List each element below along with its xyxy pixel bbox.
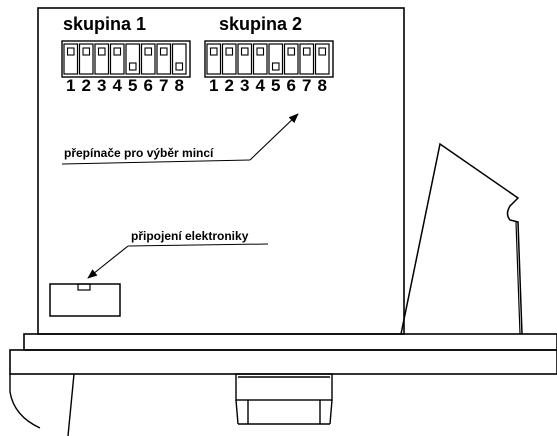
dip-switch-toggle: [97, 47, 106, 56]
electronics-arrow: [87, 245, 129, 279]
dip-switch-number: 8: [318, 76, 327, 95]
base-top-plate: [23, 333, 557, 351]
dip-switch-slot: [140, 43, 156, 75]
dip-switch-slot: [314, 43, 330, 75]
dip-switch-toggle: [175, 62, 184, 71]
dip-switch-number: 2: [225, 76, 234, 95]
coin-switches-underline: [61, 159, 251, 165]
dip-switch-toggle: [66, 47, 75, 56]
electronics-connector: [49, 283, 121, 317]
dip-switch-slot: [237, 43, 253, 75]
coin-switches-arrow: [249, 113, 299, 161]
dip-switch-slot: [283, 43, 299, 75]
dip-switch-number: 3: [97, 76, 106, 95]
coin-switches-label: přepínače pro výběr mincí: [64, 146, 214, 160]
dip-switch-toggle: [144, 47, 153, 56]
dip-switch-slot: [109, 43, 125, 75]
group1-title: skupina 1: [63, 14, 146, 34]
dip-switch-number: 2: [82, 76, 91, 95]
dip-switch-slot: [221, 43, 237, 75]
dip-switch-slot: [206, 43, 222, 75]
dip-switch-number: 7: [302, 76, 311, 95]
dip-switch-number: 5: [271, 76, 280, 95]
dip-switch-housing: [61, 40, 191, 78]
group2-title: skupina 2: [219, 14, 302, 34]
dip-switch-slot: [171, 43, 187, 75]
dip-switch-number: 1: [66, 76, 75, 95]
dip-switch-slot: [78, 43, 94, 75]
bottom-fitting: [235, 373, 333, 425]
coin-chute: [400, 142, 523, 335]
dip-switch-number: 7: [159, 76, 168, 95]
dip-switch-toggle: [302, 47, 311, 56]
dip-switch-slot: [156, 43, 172, 75]
dip-switch-slot: [63, 43, 79, 75]
lower-left-bracket: [9, 373, 75, 436]
dip-switch-toggle: [256, 47, 265, 56]
dip-switch-toggle: [209, 47, 218, 56]
dip-switch-number: 3: [240, 76, 249, 95]
dip-switch-toggle: [159, 47, 168, 56]
electronics-label: připojení elektroniky: [131, 229, 249, 243]
dip-switch-toggle: [128, 62, 137, 71]
electronics-underline: [127, 243, 269, 247]
dip-switch-toggle: [271, 62, 280, 71]
dip-switch-slot: [299, 43, 315, 75]
dip-switch-slot: [125, 43, 141, 75]
dip-switch-number: 6: [144, 76, 153, 95]
dip-switch-slot: [252, 43, 268, 75]
dip-switch-toggle: [287, 47, 296, 56]
dip-switch-number: 5: [128, 76, 137, 95]
electronics-connector-latch: [77, 283, 91, 291]
dip-switch-toggle: [113, 47, 122, 56]
coin-chute-inner-edge: [515, 221, 521, 335]
dip-switch-number: 1: [209, 76, 218, 95]
dip-switch-housing: [204, 40, 334, 78]
dip-switch-slot: [94, 43, 110, 75]
dip-switch-toggle: [82, 47, 91, 56]
dip-switch-toggle: [225, 47, 234, 56]
dip-switch-toggle: [318, 47, 327, 56]
dip-switch-number: 4: [113, 76, 123, 95]
dip-switch-slot: [268, 43, 284, 75]
base-bottom-plate: [9, 349, 557, 375]
dip-switch-toggle: [240, 47, 249, 56]
dip-switch-number: 6: [287, 76, 296, 95]
dip-switch-number: 4: [256, 76, 266, 95]
dip-switch-number: 8: [175, 76, 184, 95]
